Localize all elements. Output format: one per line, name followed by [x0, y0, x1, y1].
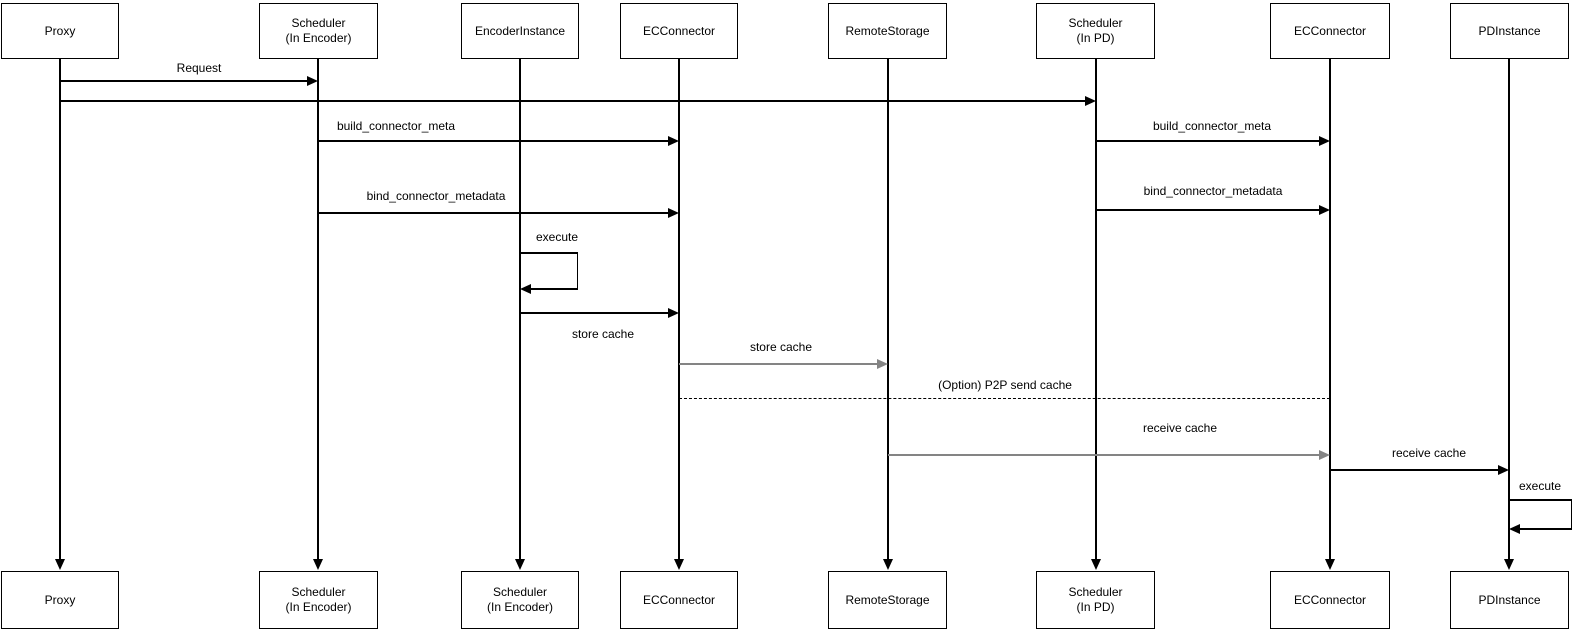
message-3-line: [1096, 140, 1322, 142]
message-11-label: receive cache: [1391, 446, 1467, 460]
actor-box-top-proxy: Proxy: [1, 3, 119, 59]
lifeline-arrowhead-encoder-instance: [515, 559, 525, 570]
actor-box-bottom-proxy: Proxy: [1, 571, 119, 629]
actor-box-top-remote-storage: RemoteStorage: [828, 3, 947, 59]
lifeline-arrowhead-remote-storage: [883, 559, 893, 570]
message-6-label: execute: [535, 230, 579, 244]
message-10-arrowhead: [1319, 450, 1330, 460]
actor-box-bottom-pd-instance: PDInstance: [1450, 571, 1569, 629]
lifeline-pd-instance: [1508, 59, 1510, 559]
message-7-line: [520, 312, 671, 314]
message-12-self-side: [1570, 500, 1572, 529]
message-3-arrowhead: [1319, 136, 1330, 146]
lifeline-remote-storage: [887, 59, 889, 559]
message-12-self-bottom: [1518, 528, 1572, 530]
actor-box-bottom-ec-connector-pd: ECConnector: [1270, 571, 1390, 629]
message-9-label: (Option) P2P send cache: [938, 378, 1072, 392]
message-5-line: [1096, 209, 1322, 211]
message-0-arrowhead: [307, 76, 318, 86]
actor-box-top-ec-connector-encoder: ECConnector: [620, 3, 738, 59]
message-6-self-bottom: [529, 288, 578, 290]
message-1-arrowhead: [1085, 96, 1096, 106]
lifeline-arrowhead-proxy: [55, 559, 65, 570]
message-2-arrowhead: [668, 136, 679, 146]
message-2-label: build_connector_meta: [336, 119, 456, 133]
message-7-label: store cache: [571, 327, 635, 341]
message-10-label: receive cache: [1142, 421, 1218, 435]
actor-box-bottom-scheduler-in-encoder: Scheduler (In Encoder): [259, 571, 378, 629]
message-0-line: [60, 80, 310, 82]
message-11-arrowhead: [1498, 465, 1509, 475]
lifeline-ec-connector-encoder: [678, 59, 680, 559]
lifeline-arrowhead-scheduler-in-encoder: [313, 559, 323, 570]
message-7-arrowhead: [668, 308, 679, 318]
lifeline-arrowhead-ec-connector-pd: [1325, 559, 1335, 570]
actor-box-top-scheduler-in-encoder: Scheduler (In Encoder): [259, 3, 378, 59]
message-12-arrowhead: [1509, 524, 1520, 534]
actor-box-top-ec-connector-pd: ECConnector: [1270, 3, 1390, 59]
message-8-line: [679, 363, 880, 365]
message-5-label: bind_connector_metadata: [1143, 184, 1283, 198]
message-0-label: Request: [176, 61, 222, 75]
actor-box-bottom-remote-storage: RemoteStorage: [828, 571, 947, 629]
lifeline-proxy: [59, 59, 61, 559]
actor-box-top-pd-instance: PDInstance: [1450, 3, 1569, 59]
message-4-arrowhead: [668, 208, 679, 218]
actor-box-top-encoder-instance: EncoderInstance: [461, 3, 579, 59]
message-8-label: store cache: [749, 340, 813, 354]
message-6-self-top: [520, 252, 578, 254]
lifeline-ec-connector-pd: [1329, 59, 1331, 559]
lifeline-scheduler-in-encoder: [317, 59, 319, 559]
message-2-line: [318, 140, 671, 142]
actor-box-top-scheduler-in-pd: Scheduler (In PD): [1036, 3, 1155, 59]
actor-box-bottom-scheduler-in-pd: Scheduler (In PD): [1036, 571, 1155, 629]
lifeline-arrowhead-pd-instance: [1504, 559, 1514, 570]
message-12-self-top: [1509, 499, 1572, 501]
message-3-label: build_connector_meta: [1152, 119, 1272, 133]
actor-box-bottom-encoder-instance: Scheduler (In Encoder): [461, 571, 579, 629]
message-6-self-side: [576, 253, 578, 289]
message-6-arrowhead: [520, 284, 531, 294]
lifeline-scheduler-in-pd: [1095, 59, 1097, 559]
message-10-line: [888, 454, 1322, 456]
lifeline-arrowhead-scheduler-in-pd: [1091, 559, 1101, 570]
message-4-line: [318, 212, 671, 214]
lifeline-arrowhead-ec-connector-encoder: [674, 559, 684, 570]
actor-box-bottom-ec-connector-encoder: ECConnector: [620, 571, 738, 629]
lifeline-encoder-instance: [519, 59, 521, 559]
message-12-label: execute: [1518, 479, 1562, 493]
message-9-dashed-line: [679, 398, 1330, 399]
message-11-line: [1330, 469, 1501, 471]
message-8-arrowhead: [877, 359, 888, 369]
message-1-line: [60, 100, 1088, 102]
message-4-label: bind_connector_metadata: [366, 189, 506, 203]
message-5-arrowhead: [1319, 205, 1330, 215]
